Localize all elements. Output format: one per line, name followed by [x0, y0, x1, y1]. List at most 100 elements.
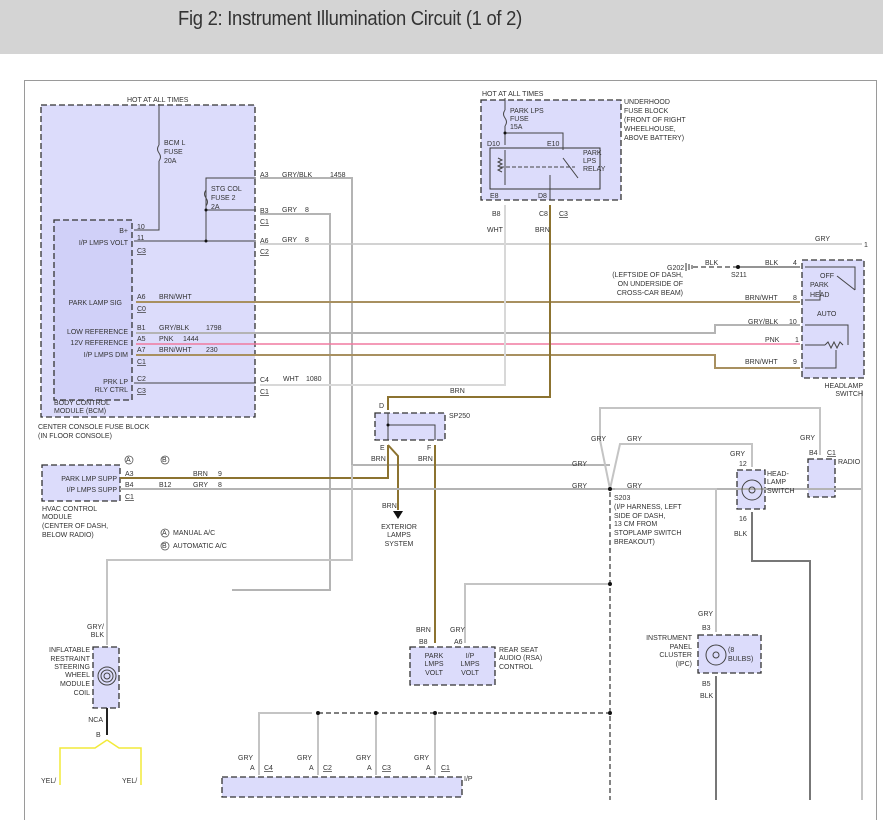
diagram-label: BRN/WHT	[159, 294, 192, 301]
module-boxes	[40, 99, 865, 798]
diagram-label: E10	[547, 141, 560, 148]
diagram-label: B4	[125, 482, 134, 489]
diagram-label: F	[427, 445, 431, 452]
steering-coil-box[interactable]	[92, 646, 120, 709]
ipc-box[interactable]	[697, 634, 762, 674]
wires	[59, 177, 863, 800]
diagram-label: REAR SEAT	[499, 647, 539, 654]
diagram-label: 13 CM FROM	[614, 521, 657, 528]
ip-bottom-box[interactable]	[221, 776, 463, 798]
diagram-label: GRY	[572, 483, 587, 490]
diagram-label: MODULE (BCM)	[54, 408, 106, 415]
diagram-label: D	[379, 403, 384, 410]
diagram-shape	[386, 423, 390, 427]
diagram-label: OFF	[820, 273, 834, 280]
bcm-fuse-icon	[157, 144, 161, 162]
diagram-label: 11	[137, 235, 144, 242]
headlamp-switch-box[interactable]	[801, 259, 865, 379]
diagram-label: E8	[490, 193, 499, 200]
diagram-label: GRY	[591, 436, 606, 443]
diagram-label: C1	[441, 765, 450, 772]
diagram-label: 4	[793, 260, 797, 267]
wire-brn-relay	[387, 205, 551, 410]
diagram-label: C0	[137, 306, 146, 313]
diagram-label: LOW REFERENCE	[67, 329, 128, 336]
diagram-label: FUSE BLOCK	[624, 108, 669, 115]
diagram-label: (IPC)	[676, 661, 692, 668]
diagram-shape	[134, 161, 160, 231]
diagram-shape	[712, 651, 720, 659]
diagram-label: 1458	[330, 172, 346, 179]
diagram-label: BRN	[535, 227, 550, 234]
diagram-label: RESTRAINT	[50, 656, 90, 663]
diagram-shape	[160, 528, 170, 538]
diagram-shape	[805, 290, 821, 301]
diagram-label: GRY	[414, 755, 429, 762]
diagram-label: A3	[125, 471, 134, 478]
diagram-label: 10	[789, 319, 797, 326]
wire-blk-hl-switch	[751, 512, 811, 800]
diagram-shape	[433, 711, 437, 715]
diagram-label: 1080	[306, 376, 322, 383]
diagram-label: INFLATABLE	[49, 647, 90, 654]
diagram-label: PARK LPS	[510, 108, 544, 115]
diagram-label: FUSE	[510, 116, 529, 123]
diagram-label: A3	[260, 172, 269, 179]
diagram-label: BRN	[416, 627, 431, 634]
s211-splice-dot	[736, 265, 740, 269]
diagram-shape	[204, 208, 208, 212]
underhood-internal	[496, 98, 579, 200]
diagram-label: PANEL	[670, 644, 693, 651]
figure-header: Fig 2: Instrument Illumination Circuit (…	[0, 0, 883, 54]
rsa-box[interactable]	[409, 646, 496, 686]
diagram-shape	[388, 424, 436, 440]
diagram-shape	[100, 669, 114, 683]
diagram-label: GRY	[698, 611, 713, 618]
diagram-label: BRN/WHT	[745, 295, 778, 302]
diagram-label: SYSTEM	[385, 541, 414, 548]
diagram-label: GRY	[282, 207, 297, 214]
diagram-shape	[505, 132, 564, 150]
diagram-label: SWITCH	[835, 391, 863, 398]
diagram-label: BELOW RADIO)	[42, 532, 94, 539]
bcm-module[interactable]	[53, 219, 133, 401]
diagram-label: PARK	[583, 150, 602, 157]
diagram-label: GRY/BLK	[282, 172, 313, 179]
diagram-shape	[160, 455, 170, 465]
diagram-shape	[836, 275, 856, 291]
diagram-label: BLK	[765, 260, 779, 267]
diagram-label: VOLT	[425, 670, 443, 677]
diagram-label: B3	[260, 208, 269, 215]
diagram-label: 8	[305, 237, 309, 244]
diagram-label: RADIO	[838, 459, 861, 466]
diagram-label: I/P LMPS DIM	[84, 352, 128, 359]
diagram-label: C2	[137, 376, 146, 383]
labels: HOT AT ALL TIMES BCM L FUSE 20A STG COL …	[38, 91, 868, 785]
diagram-label: YEL/	[41, 778, 56, 785]
hvac-module-box[interactable]	[41, 464, 121, 502]
diagram-label: A	[426, 765, 431, 772]
diagram-label: I/P LMPS SUPP	[67, 487, 118, 494]
sp250-splice-box[interactable]	[374, 412, 446, 441]
radio-box[interactable]	[807, 458, 836, 498]
diagram-label: D8	[538, 193, 547, 200]
diagram-shape	[160, 541, 170, 551]
diagram-label: B+	[119, 228, 128, 235]
diagram-label: A	[367, 765, 372, 772]
diagram-label: 1	[795, 337, 799, 344]
diagram-label: MODULE	[60, 681, 90, 688]
diagram-label: PNK	[765, 337, 780, 344]
wire-yel-right	[106, 739, 142, 785]
diagram-label: B	[96, 732, 101, 739]
diagram-label: GRY	[627, 436, 642, 443]
diagram-label: 10	[137, 224, 145, 231]
diagram-shape	[204, 239, 208, 243]
diagram-label: INSTRUMENT	[646, 635, 693, 642]
diagram-label: BRN/WHT	[745, 359, 778, 366]
diagram-label: 16	[739, 516, 747, 523]
diagram-label: AUDIO (RSA)	[499, 655, 542, 662]
diagram-shape	[608, 711, 612, 715]
wire-brn-wht-ip-dim	[136, 354, 800, 369]
diagram-label: B5	[702, 681, 711, 688]
